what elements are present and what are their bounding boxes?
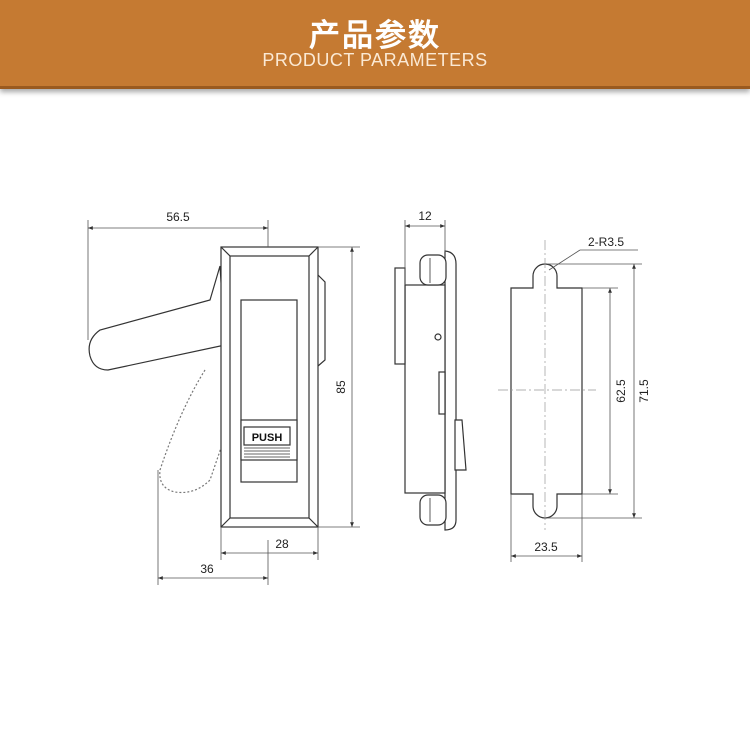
- dim-overall-width: 56.5: [166, 210, 190, 224]
- dim-handle-reach: 36: [200, 562, 214, 576]
- dim-height: 85: [334, 380, 348, 394]
- dim-depth: 12: [418, 209, 432, 223]
- side-latch: [454, 419, 467, 471]
- cutout-dimensions: 2-R3.5 62.5 71.5 23.5: [510, 235, 651, 562]
- lock-body-outer: [220, 246, 319, 528]
- dim-corner-radius: 2-R3.5: [588, 235, 624, 249]
- front-view: [88, 246, 326, 528]
- side-tab: [317, 274, 326, 367]
- dim-cutout-width: 23.5: [534, 540, 558, 554]
- side-view-dimensions: 12: [404, 209, 446, 285]
- header-banner: 产品参数 PRODUCT PARAMETERS: [0, 0, 750, 89]
- dim-cutout-inner-height: 62.5: [614, 379, 628, 403]
- front-view-dimensions: 56.5 85 28 36: [87, 210, 360, 585]
- dim-cutout-outer-height: 71.5: [637, 379, 651, 403]
- cutout-view: [498, 240, 596, 530]
- push-button-label: PUSH: [252, 432, 283, 444]
- lock-slot: [240, 299, 298, 483]
- page-subtitle: PRODUCT PARAMETERS: [262, 50, 488, 70]
- side-handle-plate: [394, 267, 406, 365]
- page-title: 产品参数: [309, 18, 441, 54]
- cutout-outline: [510, 263, 583, 519]
- dim-body-width: 28: [275, 537, 289, 551]
- handle-swing-path: [159, 369, 223, 494]
- side-flange: [444, 250, 457, 531]
- side-view: [394, 250, 467, 531]
- lock-body-bevel: [229, 255, 310, 519]
- handle-lever: [88, 265, 226, 371]
